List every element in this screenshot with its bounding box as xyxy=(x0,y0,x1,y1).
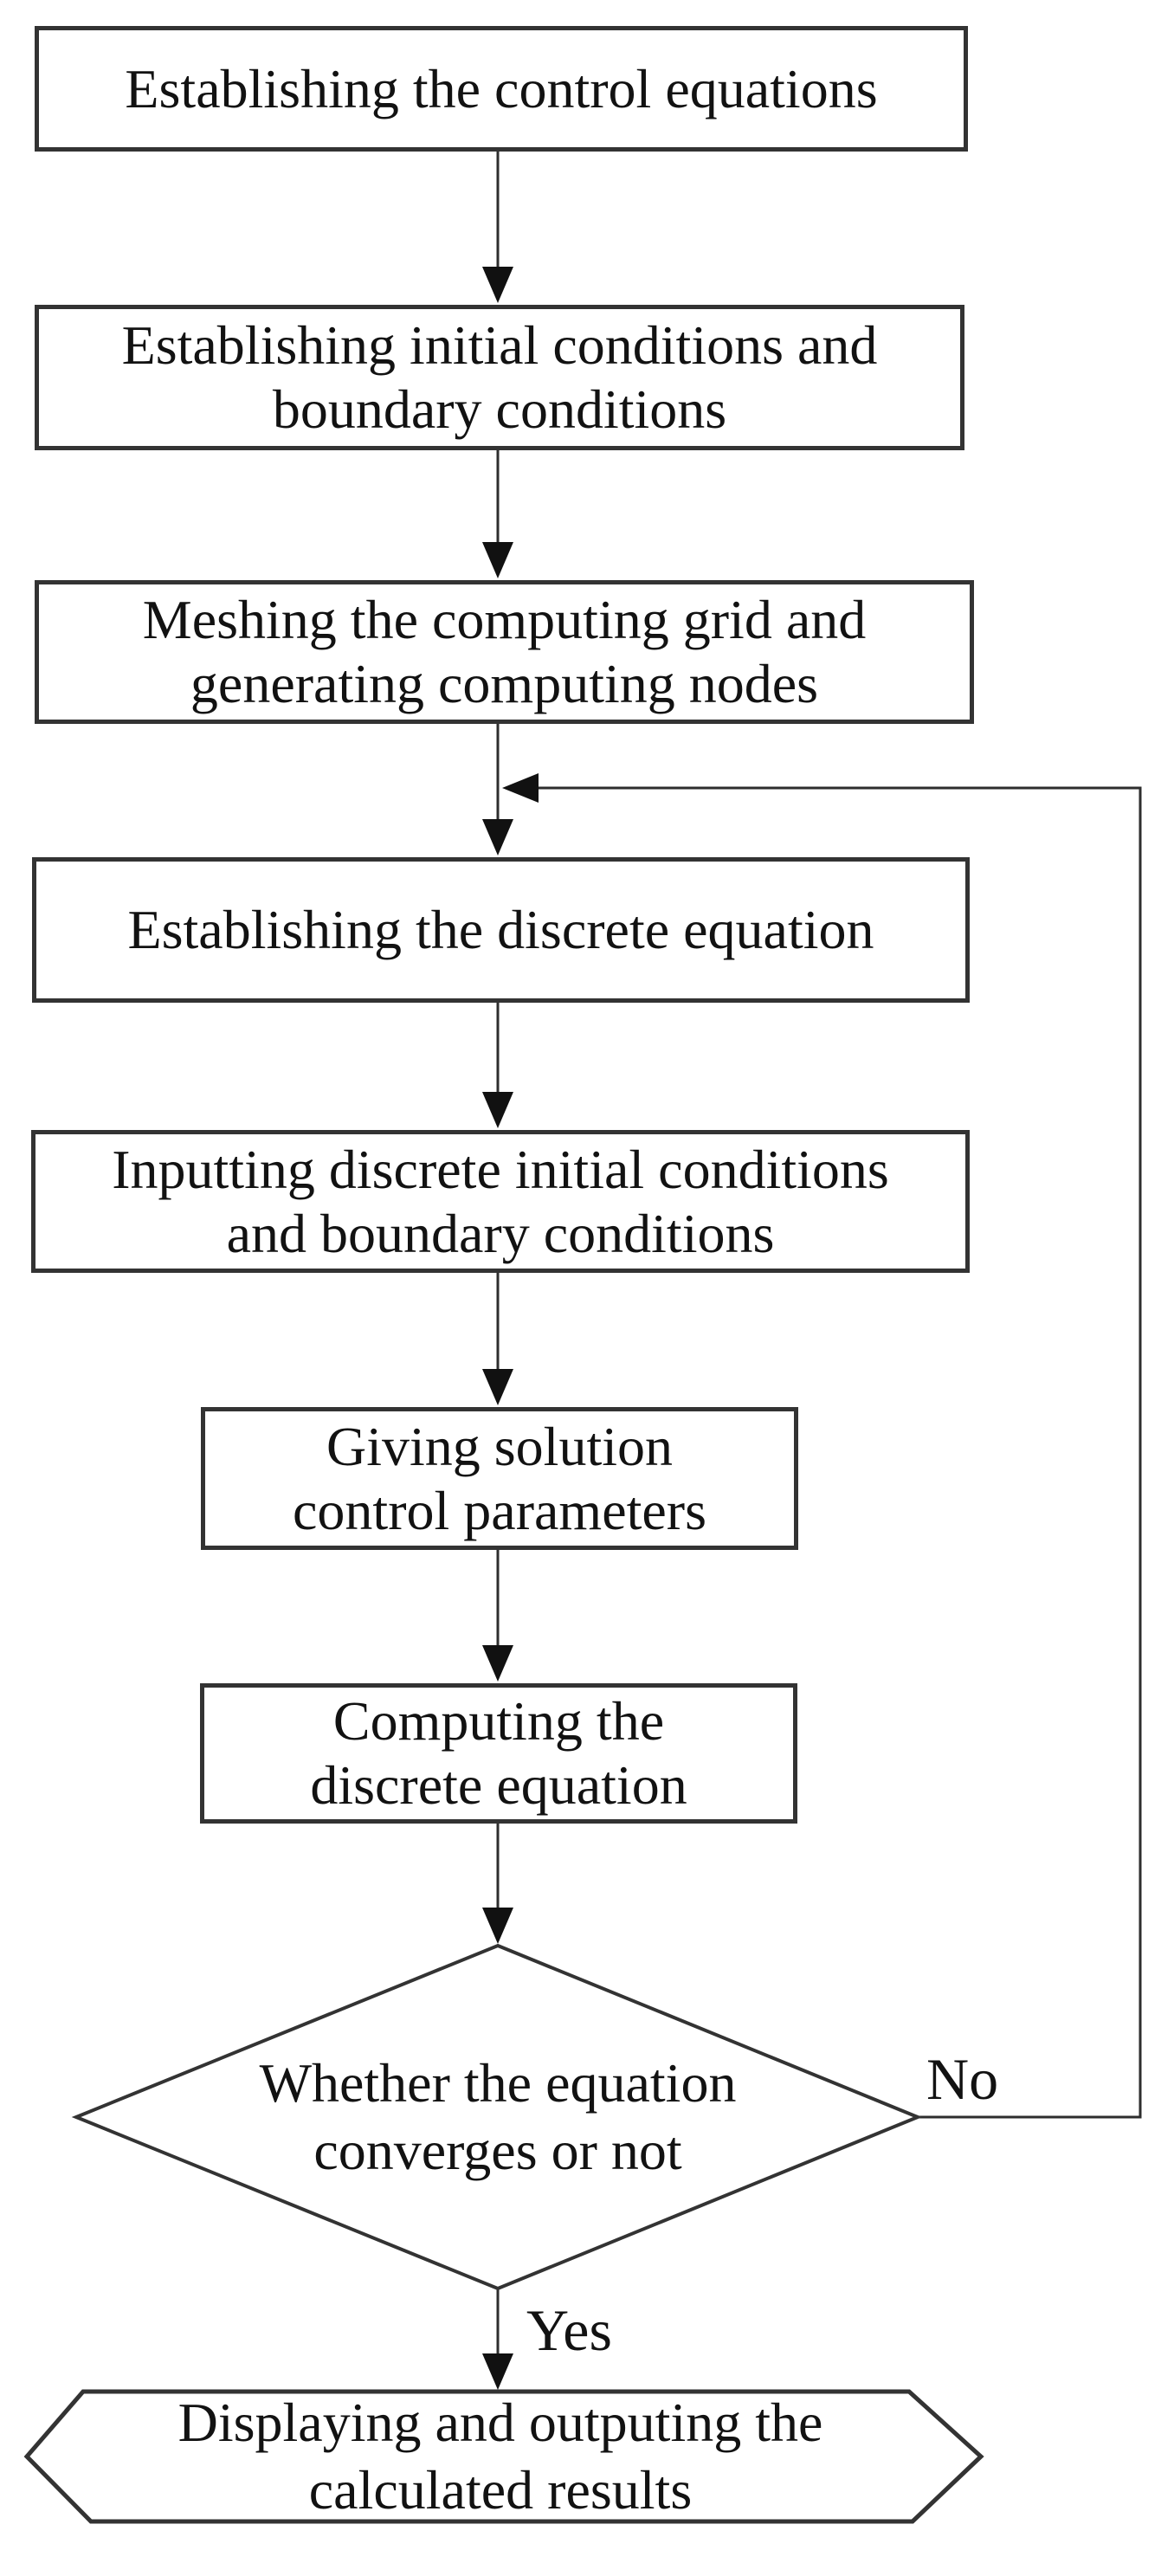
arrowhead-into-n8 xyxy=(482,1908,513,1944)
node-label-line2: calculated results xyxy=(308,2459,693,2521)
arrowhead-into-n9 xyxy=(482,2353,513,2390)
arrowhead-into-n2 xyxy=(482,267,513,303)
node-label-line1: Displaying and outputing the xyxy=(177,2392,823,2453)
node-establishing-initial-boundary-conditions: Establishing initial conditions and boun… xyxy=(35,305,964,450)
node-label-line1: Whether the equation xyxy=(259,2052,737,2114)
edge-n8-n4-no-loop xyxy=(538,786,1142,2119)
arrowhead-no-loop-junction xyxy=(502,773,539,803)
node-label-line2: discrete equation xyxy=(310,1754,687,1816)
output-hexagon-shape xyxy=(23,2389,984,2524)
decision-diamond-shape xyxy=(71,1943,923,2291)
edge-label-no: No xyxy=(926,2046,999,2112)
arrowhead-into-n6 xyxy=(482,1369,513,1405)
node-label-line1: Meshing the computing grid and xyxy=(142,589,867,650)
edge-label-yes: Yes xyxy=(526,2297,612,2363)
arrowhead-into-n3 xyxy=(482,542,513,578)
node-label-line2: boundary conditions xyxy=(272,378,727,440)
node-label-line2: and boundary conditions xyxy=(226,1202,775,1264)
arrowhead-into-n4 xyxy=(482,819,513,855)
node-giving-solution-control-parameters: Giving solution control parameters xyxy=(201,1407,798,1550)
arrowhead-into-n7 xyxy=(482,1645,513,1682)
node-label-line1: Inputting discrete initial conditions xyxy=(112,1138,889,1200)
node-label-line1: Establishing initial conditions and xyxy=(121,314,878,376)
node-label-line2: generating computing nodes xyxy=(190,653,819,714)
node-label-line1: Computing the xyxy=(332,1690,665,1752)
node-label-line2: control parameters xyxy=(293,1479,706,1541)
node-label: Establishing the control equations xyxy=(125,57,878,119)
arrowhead-into-n5 xyxy=(482,1092,513,1128)
node-establishing-discrete-equation: Establishing the discrete equation xyxy=(32,857,970,1003)
node-inputting-discrete-conditions: Inputting discrete initial conditions an… xyxy=(31,1130,970,1273)
node-displaying-outputing-results: Displaying and outputing the calculated … xyxy=(100,2392,901,2521)
node-label-line2: converges or not xyxy=(313,2120,682,2181)
node-convergence-decision: Whether the equation converges or not xyxy=(152,2043,844,2191)
node-computing-discrete-equation: Computing the discrete equation xyxy=(200,1683,797,1824)
node-label-line1: Giving solution xyxy=(326,1415,674,1477)
node-label: Establishing the discrete equation xyxy=(127,899,874,960)
node-establishing-control-equations: Establishing the control equations xyxy=(35,26,968,152)
node-meshing-computing-grid: Meshing the computing grid and generatin… xyxy=(35,580,974,724)
